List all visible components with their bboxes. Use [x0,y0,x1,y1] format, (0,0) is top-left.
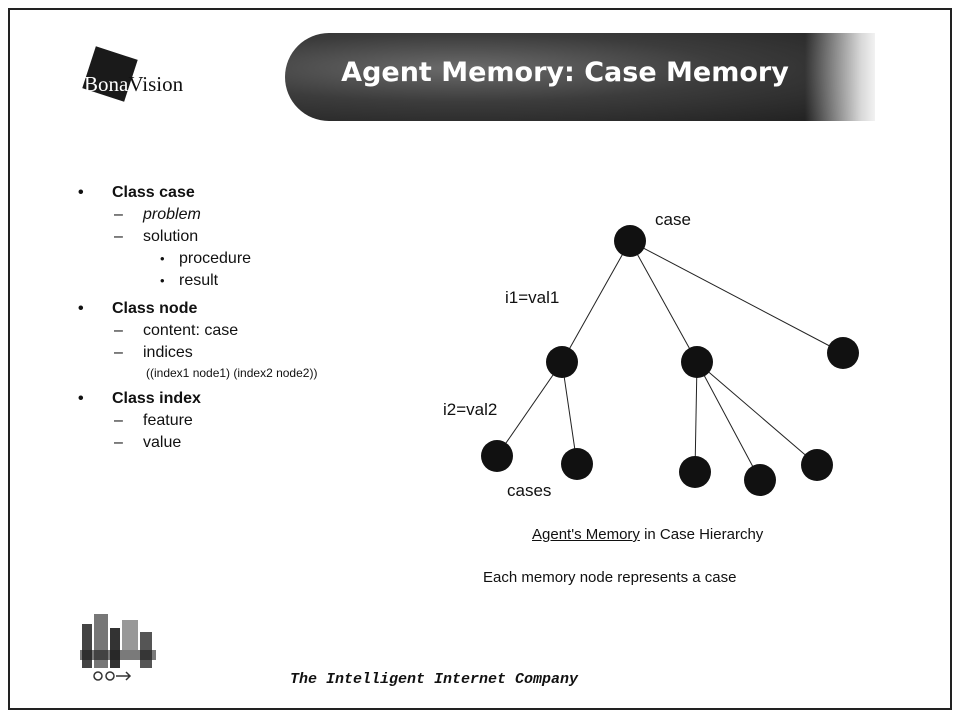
indices-label: indices [143,344,193,361]
class-case-label: Class case [112,184,195,201]
logo-text-part-c: Vision [128,72,184,96]
outline-value: – value [70,432,450,454]
outline-result: • result [70,270,450,292]
dash-icon: – [114,322,123,339]
result-label: result [179,272,219,289]
outline-solution: – solution [70,226,450,248]
outline-procedure: • procedure [70,248,450,270]
bullet-icon: • [78,390,84,407]
class-outline: • Class case – problem – solution • procedur… [70,182,450,454]
solution-label: solution [143,228,199,245]
indices-note: ((index1 node1) (index2 node2)) [146,366,318,380]
outline-feature: – feature [70,410,450,432]
title-banner: Agent Memory: Case Memory [285,33,875,121]
value-label: value [143,434,182,451]
footer-tagline: The Intelligent Internet Company [290,671,579,688]
dash-icon: – [114,434,123,451]
bullet-icon: • [78,300,84,317]
outline-class-index: • Class index [70,388,450,410]
outline-class-node: • Class node [70,298,450,320]
dash-icon: – [114,412,123,429]
diagram-subcaption: Each memory node represents a case [483,569,737,586]
class-index-label: Class index [112,390,201,407]
caption-underlined: Agent's Memory [532,526,640,543]
edge-label-i2: i2=val2 [443,400,498,419]
class-node-label: Class node [112,300,198,317]
outline-problem: – problem [70,204,450,226]
dot-icon: • [160,251,165,266]
outline-content: – content: case [70,320,450,342]
dot-icon: • [160,273,165,288]
root-label: case [655,210,691,229]
logo-text-part-b: na [108,72,129,96]
slide-title: Agent Memory: Case Memory [341,57,789,88]
dash-icon: – [114,344,123,361]
problem-label: problem [143,206,201,223]
outline-indices: – indices [70,342,450,364]
outline-class-case: • Class case [70,182,450,204]
logo-text: BonaVision [84,72,183,97]
feature-label: feature [143,412,193,429]
company-emblem-icon [80,614,156,681]
slide-frame [8,8,952,710]
dash-icon: – [114,206,123,223]
bonavision-logo: BonaVision [82,46,242,112]
logo-text-part-a: Bo [84,72,109,96]
diagram-caption: Agent's Memory in Case Hierarchy [532,526,763,543]
caption-rest: in Case Hierarchy [639,526,764,543]
leaves-label: cases [507,481,552,500]
content-label: content: case [143,322,239,339]
bullet-icon: • [78,184,84,201]
edge-label-i1: i1=val1 [505,288,560,307]
dash-icon: – [114,228,123,245]
procedure-label: procedure [179,250,252,267]
